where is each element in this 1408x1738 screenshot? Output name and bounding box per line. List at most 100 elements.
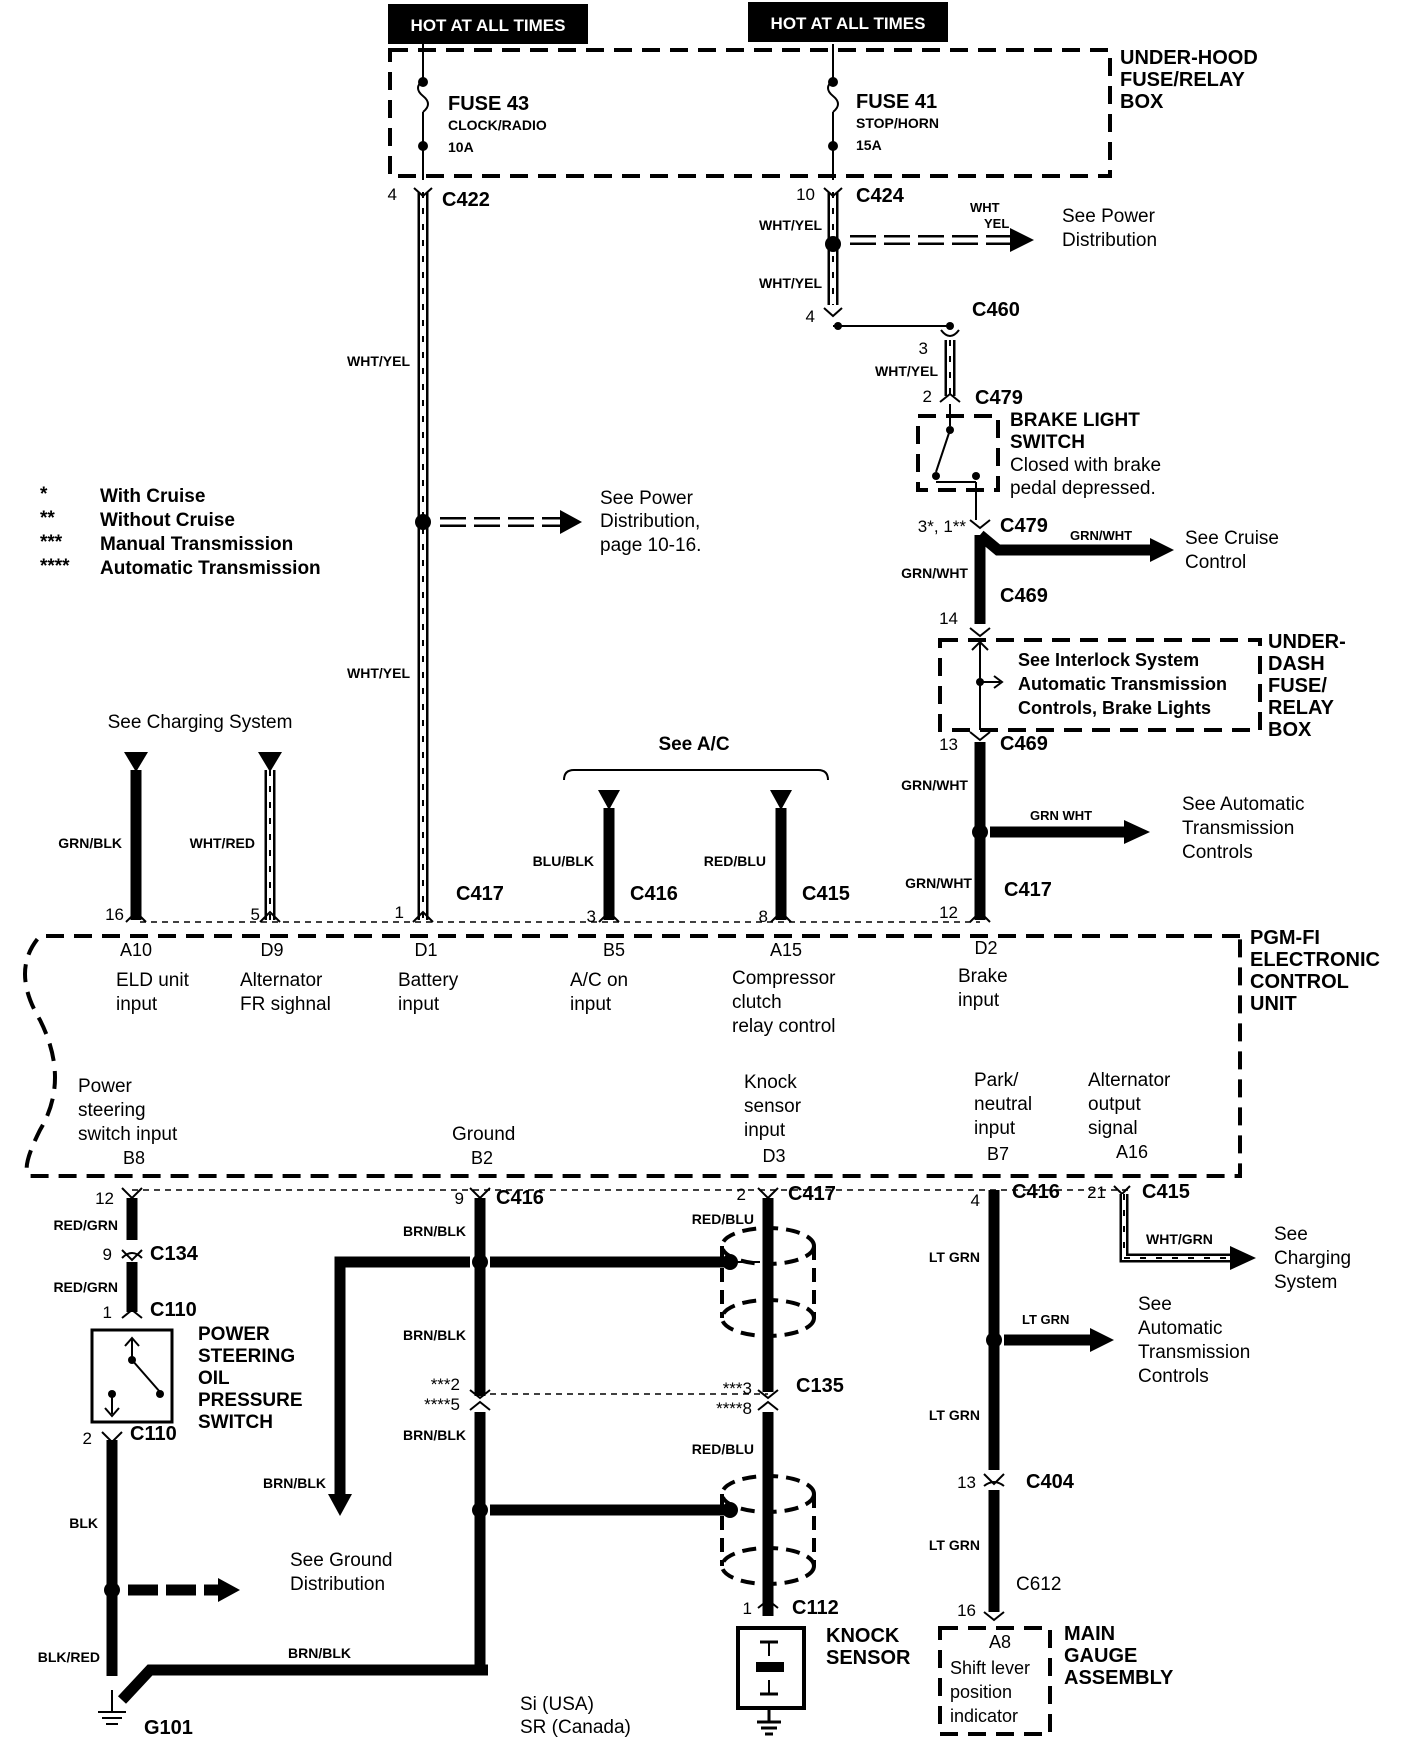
splice-c424 [825, 236, 841, 252]
svg-text:C416: C416 [1012, 1181, 1060, 1203]
svg-text:C416: C416 [496, 1187, 544, 1209]
svg-text:****8: ****8 [716, 1399, 752, 1418]
svg-text:WHT/YEL: WHT/YEL [759, 275, 822, 291]
ecu-terminal-b7: Park/ neutral input B7 [974, 1070, 1032, 1164]
svg-text:12: 12 [939, 903, 958, 922]
svg-text:GRN/WHT: GRN/WHT [905, 875, 972, 891]
ecu-outline [23, 934, 1242, 1178]
power-steering-switch [90, 1328, 174, 1424]
svg-text:DASH: DASH [1268, 653, 1325, 675]
svg-text:UNIT: UNIT [1250, 993, 1297, 1015]
svg-text:sensor: sensor [744, 1096, 802, 1117]
svg-text:****5: ****5 [424, 1395, 460, 1414]
svg-text:input: input [398, 994, 440, 1015]
svg-text:Closed with brake: Closed with brake [1010, 455, 1161, 476]
svg-text:Shift lever: Shift lever [950, 1658, 1030, 1678]
svg-text:21: 21 [1087, 1183, 1106, 1202]
svg-text:See Ground: See Ground [290, 1550, 392, 1571]
svg-text:LT GRN: LT GRN [1022, 1312, 1069, 1327]
svg-text:Distribution: Distribution [1062, 230, 1157, 251]
ecu-terminal-d1: D1 Battery input [398, 910, 459, 1015]
svg-text:clutch: clutch [732, 992, 782, 1013]
svg-text:D3: D3 [762, 1146, 785, 1166]
fuse-41: FUSE 41 STOP/HORN 15A [827, 44, 939, 180]
svg-text:1: 1 [103, 1303, 112, 1322]
ground-g101 [98, 1690, 126, 1725]
svg-text:GRN/WHT: GRN/WHT [1070, 528, 1132, 543]
svg-text:Control: Control [1185, 552, 1246, 573]
svg-text:YEL: YEL [984, 216, 1009, 231]
svg-text:relay control: relay control [732, 1016, 836, 1037]
svg-text:indicator: indicator [950, 1706, 1018, 1726]
svg-text:WHT/GRN: WHT/GRN [1146, 1231, 1213, 1247]
svg-text:***3: ***3 [723, 1379, 752, 1398]
svg-text:G101: G101 [144, 1717, 193, 1738]
svg-text:pedal depressed.: pedal depressed. [1010, 478, 1156, 499]
svg-text:See Cruise: See Cruise [1185, 528, 1279, 549]
svg-text:FUSE 43: FUSE 43 [448, 93, 529, 115]
svg-text:1: 1 [395, 903, 404, 922]
svg-text:OIL: OIL [198, 1368, 230, 1389]
svg-text:LT GRN: LT GRN [929, 1249, 980, 1265]
svg-text:12: 12 [95, 1189, 114, 1208]
under-hood-box-label: UNDER-HOOD FUSE/RELAY BOX [1120, 47, 1258, 113]
svg-text:ASSEMBLY: ASSEMBLY [1064, 1667, 1174, 1689]
svg-text:RED/BLU: RED/BLU [704, 853, 766, 869]
svg-text:STOP/HORN: STOP/HORN [856, 115, 939, 131]
svg-text:Ground: Ground [452, 1124, 515, 1145]
knock-sensor [736, 1626, 806, 1710]
svg-text:C612: C612 [1016, 1574, 1061, 1595]
svg-text:GRN/BLK: GRN/BLK [58, 835, 122, 851]
svg-text:page 10-16.: page 10-16. [600, 535, 701, 556]
svg-text:3*, 1**: 3*, 1** [918, 517, 967, 536]
svg-text:8: 8 [759, 907, 768, 926]
svg-text:BRAKE LIGHT: BRAKE LIGHT [1010, 410, 1140, 431]
svg-text:steering: steering [78, 1100, 146, 1121]
svg-text:C112: C112 [792, 1597, 839, 1619]
svg-text:RED/GRN: RED/GRN [53, 1217, 118, 1233]
svg-text:SR (Canada): SR (Canada) [520, 1717, 631, 1738]
svg-text:BRN/BLK: BRN/BLK [288, 1645, 351, 1661]
hot-label-2: HOT AT ALL TIMES [748, 2, 948, 42]
svg-text:PGM-FI: PGM-FI [1250, 927, 1320, 949]
arrow-power-dist [850, 228, 1034, 252]
under-dash-box [938, 638, 1262, 732]
svg-text:CLOCK/RADIO: CLOCK/RADIO [448, 117, 547, 133]
svg-text:14: 14 [939, 609, 958, 628]
ecu-terminal-d9: D9 Alternator FR sighnal [240, 910, 331, 1015]
svg-text:2: 2 [923, 387, 932, 406]
svg-text:A10: A10 [120, 940, 152, 960]
under-hood-box-outline [388, 48, 1112, 178]
svg-text:1: 1 [743, 1599, 752, 1618]
svg-text:D2: D2 [974, 938, 997, 958]
svg-text:ELECTRONIC: ELECTRONIC [1250, 949, 1380, 971]
svg-text:See: See [1138, 1294, 1172, 1315]
svg-text:16: 16 [105, 905, 124, 924]
svg-text:BRN/BLK: BRN/BLK [403, 1223, 466, 1239]
svg-text:BLK/RED: BLK/RED [38, 1649, 100, 1665]
svg-text:output: output [1088, 1094, 1142, 1115]
svg-text:Controls, Brake Lights: Controls, Brake Lights [1018, 698, 1211, 718]
svg-text:MAIN: MAIN [1064, 1623, 1115, 1645]
svg-text:GAUGE: GAUGE [1064, 1645, 1137, 1667]
svg-text:Automatic Transmission: Automatic Transmission [100, 558, 321, 579]
svg-text:Alternator: Alternator [240, 970, 323, 991]
svg-text:9: 9 [103, 1245, 112, 1264]
svg-text:****: **** [40, 556, 70, 577]
svg-text:C415: C415 [802, 883, 850, 905]
svg-text:Compressor: Compressor [732, 968, 836, 989]
svg-text:Controls: Controls [1182, 842, 1253, 863]
svg-text:UNDER-: UNDER- [1268, 631, 1346, 653]
svg-text:A/C on: A/C on [570, 970, 628, 991]
splice-power-dist [415, 514, 431, 530]
ecu-terminal-b2: Ground B2 [452, 1124, 515, 1168]
svg-text:A15: A15 [770, 940, 802, 960]
svg-text:A16: A16 [1116, 1142, 1148, 1162]
svg-text:C415: C415 [1142, 1181, 1190, 1203]
ecu-terminal-d2: D2 Brake input [958, 910, 1008, 1011]
svg-text:Distribution: Distribution [290, 1574, 385, 1595]
svg-text:UNDER-HOOD: UNDER-HOOD [1120, 47, 1258, 69]
svg-text:B7: B7 [987, 1144, 1009, 1164]
svg-text:SWITCH: SWITCH [198, 1412, 273, 1433]
ecu-terminal-b5: B5 A/C on input [570, 910, 628, 1015]
